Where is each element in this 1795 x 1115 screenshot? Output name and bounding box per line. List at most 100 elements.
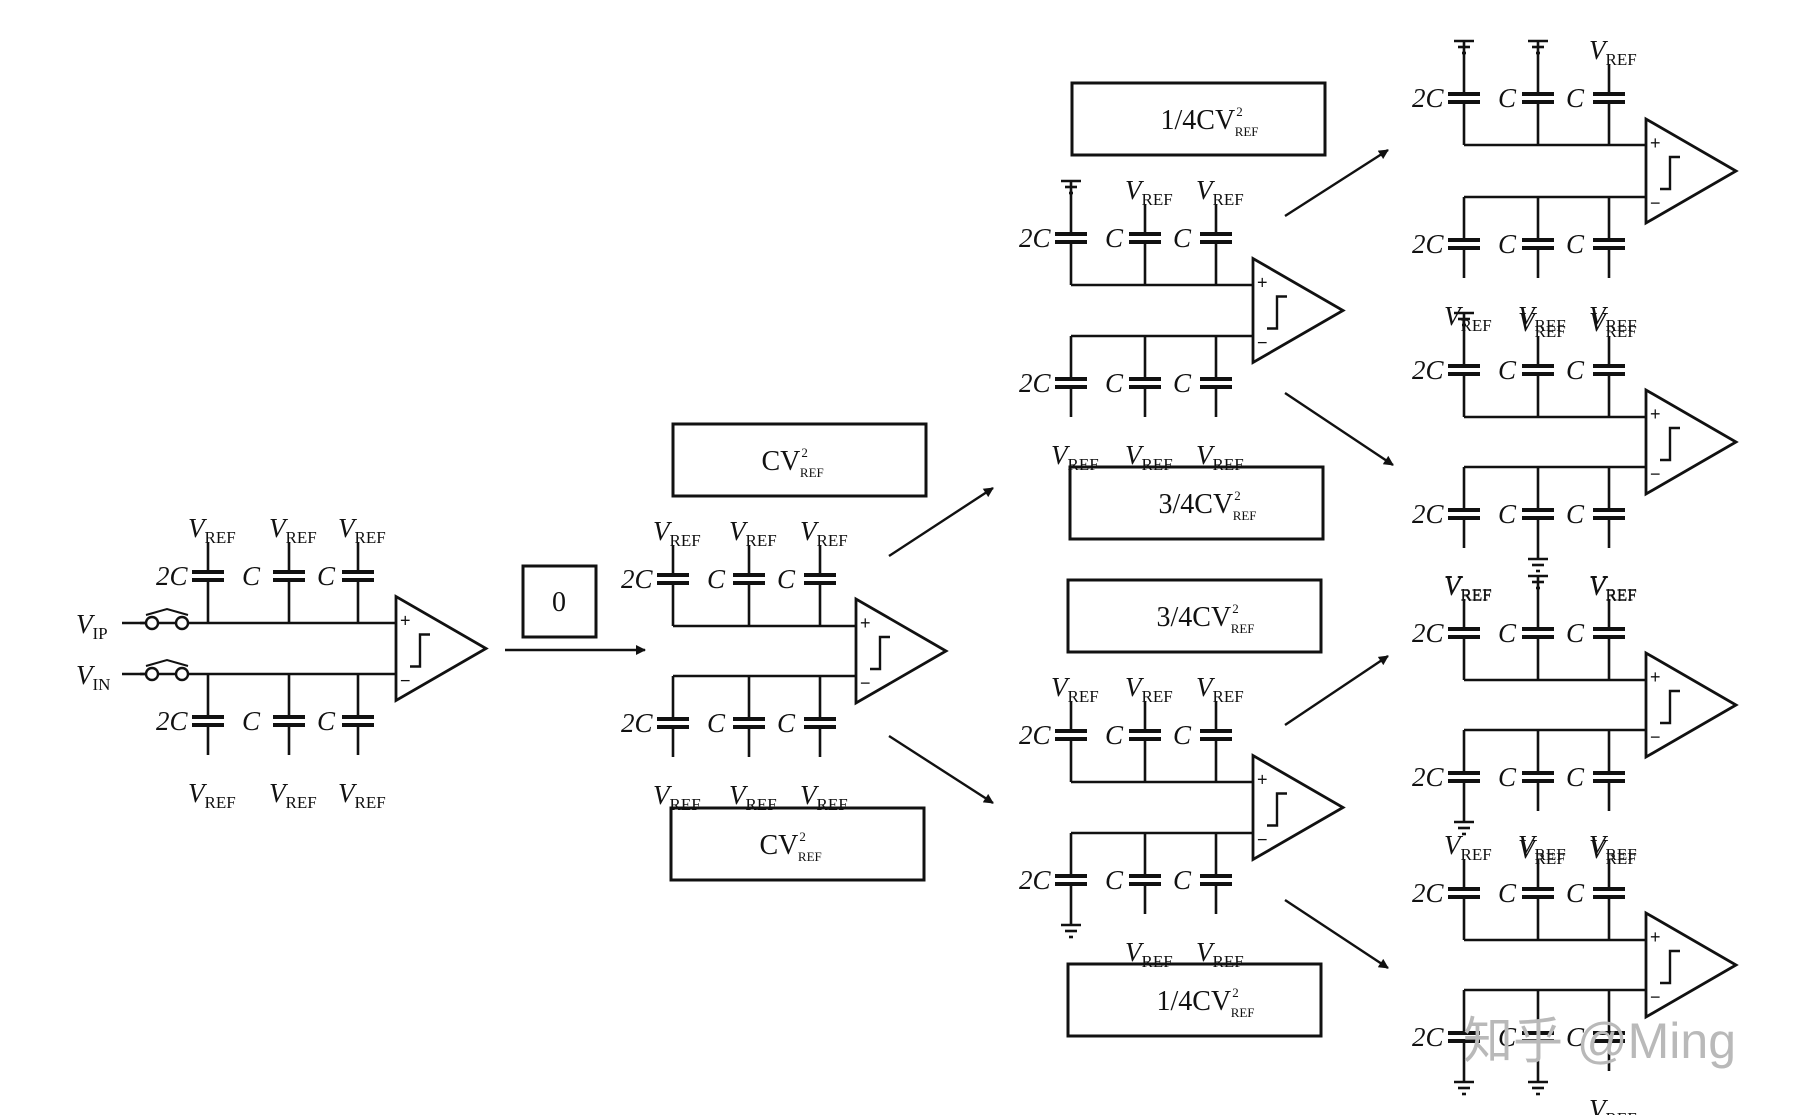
watermark: 知乎 @Ming xyxy=(1463,1013,1736,1069)
energy-box-zero xyxy=(521,564,598,639)
vref-label-main: V xyxy=(729,780,749,810)
comparator-triangle xyxy=(1251,256,1346,365)
transition-arrow xyxy=(1284,898,1389,970)
vref-label-main: V xyxy=(1518,830,1538,860)
comparator-plus: + xyxy=(1257,273,1268,293)
comparator-plus: + xyxy=(860,613,871,633)
vref-label-sub: REF xyxy=(1461,316,1492,335)
vref-label-main: V xyxy=(1444,301,1464,331)
cap-c-label: C xyxy=(1173,223,1192,253)
vref-label-sub: REF xyxy=(670,795,701,814)
cap-2c-label: 2C xyxy=(1412,83,1445,113)
vref-label: VREF xyxy=(188,778,236,812)
cap-c-label: C xyxy=(242,706,261,736)
vref-label-sub: REF xyxy=(817,795,848,814)
vref-label-sub: REF xyxy=(205,793,236,812)
cap-c-label: C xyxy=(1498,878,1517,908)
minus-sign: − xyxy=(1257,333,1268,353)
vin-label-main: V xyxy=(76,660,96,690)
cap-2c-label-text: 2C xyxy=(1412,83,1445,113)
vref-label-main: V xyxy=(1196,672,1216,702)
cap-2c-label-text: 2C xyxy=(1412,618,1445,648)
cap-c-label: C xyxy=(317,706,336,736)
vref-label-sub: REF xyxy=(1068,455,1099,474)
cap-c-label-text: C xyxy=(242,706,261,736)
vref-label: VREF xyxy=(1589,570,1637,604)
plus-sign: + xyxy=(1650,404,1661,424)
cap-c-label-text: C xyxy=(1498,762,1517,792)
cap-2c-label-text: 2C xyxy=(1019,223,1052,253)
vref-label-sub: REF xyxy=(1142,687,1173,706)
vref-label-sub: REF xyxy=(1606,845,1637,864)
cap-2c-label-text: 2C xyxy=(1412,878,1445,908)
switch-blade xyxy=(145,658,189,667)
vref-label-main: V xyxy=(338,513,358,543)
vref-label-main: V xyxy=(1589,35,1609,65)
vref-label-main: V xyxy=(1589,570,1609,600)
vref-label-sub: REF xyxy=(205,528,236,547)
cap-2c-label: 2C xyxy=(1412,229,1445,259)
cap-c-label-text: C xyxy=(1173,865,1192,895)
switch-terminal xyxy=(174,615,190,631)
vref-label-main: V xyxy=(800,780,820,810)
cap-c-label: C xyxy=(1105,223,1124,253)
cap-c-label-text: C xyxy=(317,561,336,591)
cap-c-label: C xyxy=(1566,355,1585,385)
vref-label-main: V xyxy=(338,778,358,808)
cap-c-label-text: C xyxy=(1498,1022,1517,1052)
hysteresis-symbol xyxy=(1660,155,1680,191)
vref-label-sub: REF xyxy=(746,795,777,814)
vref-label-sub: REF xyxy=(1213,455,1244,474)
cap-c-label-text: C xyxy=(707,708,726,738)
vref-label: VREF xyxy=(1518,301,1566,335)
plus-sign: + xyxy=(1650,927,1661,947)
vref-label-sub: REF xyxy=(286,528,317,547)
cap-2c-label-text: 2C xyxy=(156,706,189,736)
hysteresis-symbol xyxy=(1660,689,1680,725)
cap-c-label-text: C xyxy=(1173,368,1192,398)
cap-2c-label-text: 2C xyxy=(1412,1022,1445,1052)
energy-box-q4-prefix: 1/4CV xyxy=(1157,986,1232,1017)
vref-label: VREF xyxy=(338,778,386,812)
energy-box-q1-sup: 2 xyxy=(1236,104,1243,119)
cap-c-label: C xyxy=(1173,865,1192,895)
vref-label-main: V xyxy=(1196,175,1216,205)
cap-2c-label-text: 2C xyxy=(1019,368,1052,398)
vref-label-main: V xyxy=(1589,830,1609,860)
minus-sign: − xyxy=(860,673,871,693)
cap-c-label: C xyxy=(1105,865,1124,895)
vref-label-main: V xyxy=(1518,307,1538,337)
vref-label: VREF xyxy=(269,778,317,812)
vref-label-sub: REF xyxy=(1535,849,1566,868)
cap-c-label: C xyxy=(1173,720,1192,750)
switch-blade xyxy=(145,607,189,616)
cap-2c-label-text: 2C xyxy=(156,561,189,591)
cap-2c-label: 2C xyxy=(1019,720,1052,750)
cap-c-label: C xyxy=(1566,618,1585,648)
cap-2c-label: 2C xyxy=(1019,223,1052,253)
cap-c-label: C xyxy=(1498,355,1517,385)
cap-c-label-text: C xyxy=(1498,355,1517,385)
minus-sign: − xyxy=(400,671,411,691)
minus-sign: − xyxy=(1650,987,1661,1007)
vref-label-main: V xyxy=(653,516,673,546)
energy-box-zero-text: 0 xyxy=(552,587,566,618)
vref-label-main: V xyxy=(1589,1094,1609,1115)
vref-label-main: V xyxy=(1125,175,1145,205)
cap-c-label: C xyxy=(777,708,796,738)
comparator-minus: − xyxy=(400,671,411,691)
vref-label: VREF xyxy=(1518,830,1566,864)
vref-label: VREF xyxy=(800,516,848,550)
comparator-triangle xyxy=(1644,650,1739,760)
vref-label-sub: REF xyxy=(670,531,701,550)
cap-2c-label: 2C xyxy=(1412,618,1445,648)
transition-arrow xyxy=(888,734,994,805)
comparator-plus: + xyxy=(1650,404,1661,424)
vref-label-main: V xyxy=(1125,937,1145,967)
cap-c-label: C xyxy=(1498,618,1517,648)
cap-c-label-text: C xyxy=(1566,762,1585,792)
